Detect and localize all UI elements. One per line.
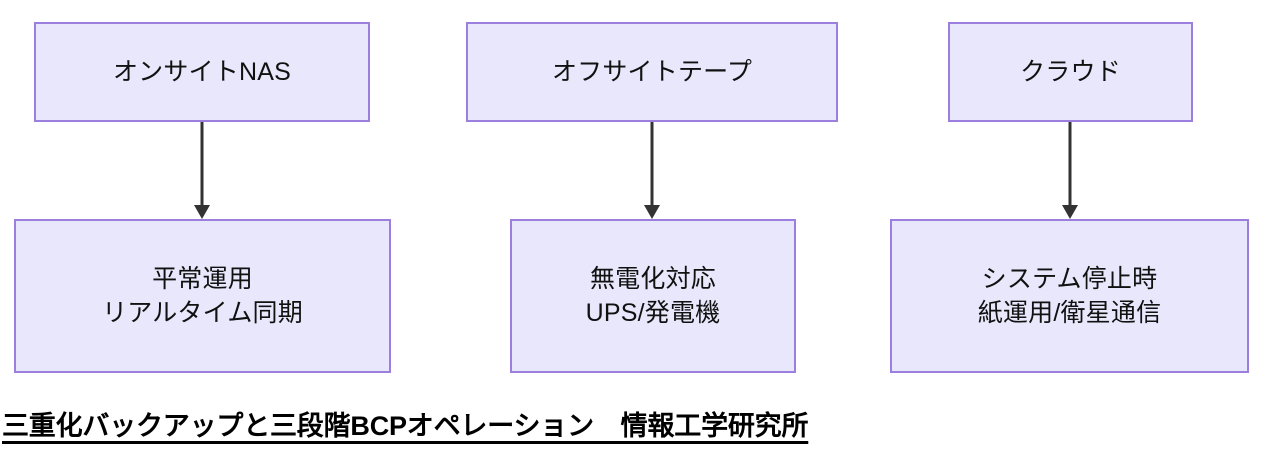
node-normal-ops-line2: リアルタイム同期 (102, 299, 303, 327)
connector-cloud-to-system-down (1062, 122, 1078, 220)
node-cloud[interactable]: クラウド (948, 22, 1193, 122)
node-offsite-tape-label: オフサイトテープ (551, 57, 753, 86)
connector-offsite-tape-to-power-loss (644, 122, 660, 220)
node-normal-ops[interactable]: 平常運用 リアルタイム同期 (14, 219, 391, 373)
node-power-loss-line1: 無電化対応 (589, 264, 716, 293)
node-power-loss-line2: UPS/発電機 (585, 299, 721, 327)
node-cloud-label: クラウド (1020, 57, 1121, 86)
node-power-loss[interactable]: 無電化対応 UPS/発電機 (510, 219, 796, 373)
node-normal-ops-line1: 平常運用 (152, 264, 253, 293)
node-onsite-nas-label: オンサイトNAS (112, 57, 291, 86)
node-onsite-nas[interactable]: オンサイトNAS (34, 22, 370, 122)
node-offsite-tape[interactable]: オフサイトテープ (466, 22, 838, 122)
node-system-down-line1: システム停止時 (981, 264, 1158, 293)
node-system-down[interactable]: システム停止時 紙運用/衛星通信 (890, 219, 1249, 373)
connector-onsite-nas-to-normal-ops (194, 122, 210, 220)
node-system-down-line2: 紙運用/衛星通信 (977, 299, 1162, 327)
diagram-caption: 三重化バックアップと三段階BCPオペレーション 情報工学研究所 (2, 411, 809, 441)
